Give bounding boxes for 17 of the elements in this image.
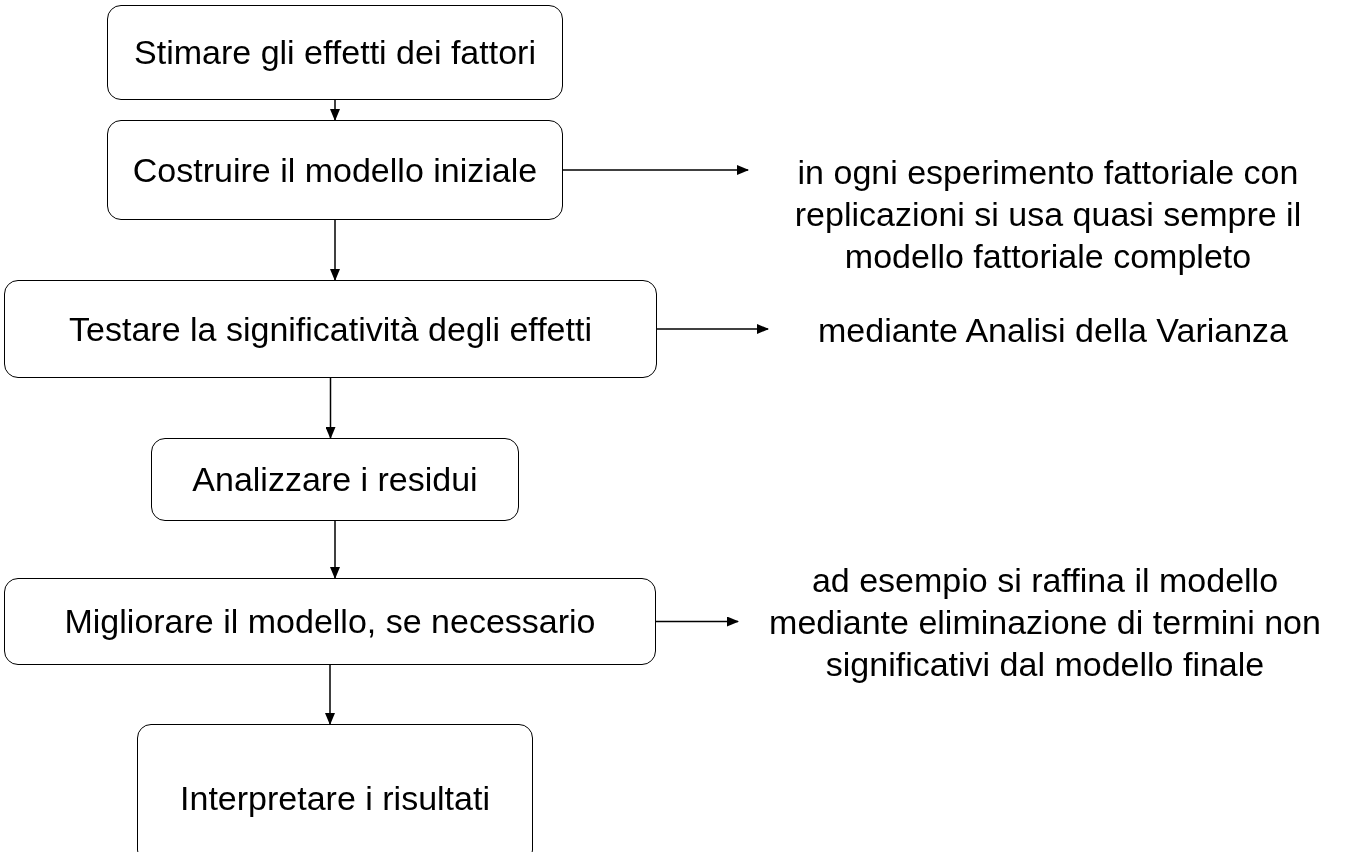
arrow [330, 520, 340, 579]
arrow [330, 99, 340, 121]
note-text: mediante Analisi della Varianza [768, 308, 1338, 352]
note-text: ad esempio si raffina il modello mediante eliminazione di termini non significativi dal modello finale [738, 556, 1352, 688]
process-box: Analizzare i residui [151, 438, 519, 521]
process-box: Interpretare i risultati [137, 724, 533, 852]
note-text: in ogni esperimento fattoriale con replicazioni si usa quasi sempre il modello fattoriale completo [748, 148, 1348, 280]
arrow [562, 165, 749, 175]
arrow [325, 377, 336, 439]
process-box: Stimare gli effetti dei fattori [107, 5, 563, 100]
process-box: Migliorare il modello, se necessario [4, 578, 656, 665]
arrow [655, 616, 739, 627]
process-box: Testare la significatività degli effetti [4, 280, 657, 378]
process-box: Costruire il modello iniziale [107, 120, 563, 220]
arrow [325, 664, 335, 725]
arrow [656, 324, 769, 334]
arrow [330, 219, 340, 281]
